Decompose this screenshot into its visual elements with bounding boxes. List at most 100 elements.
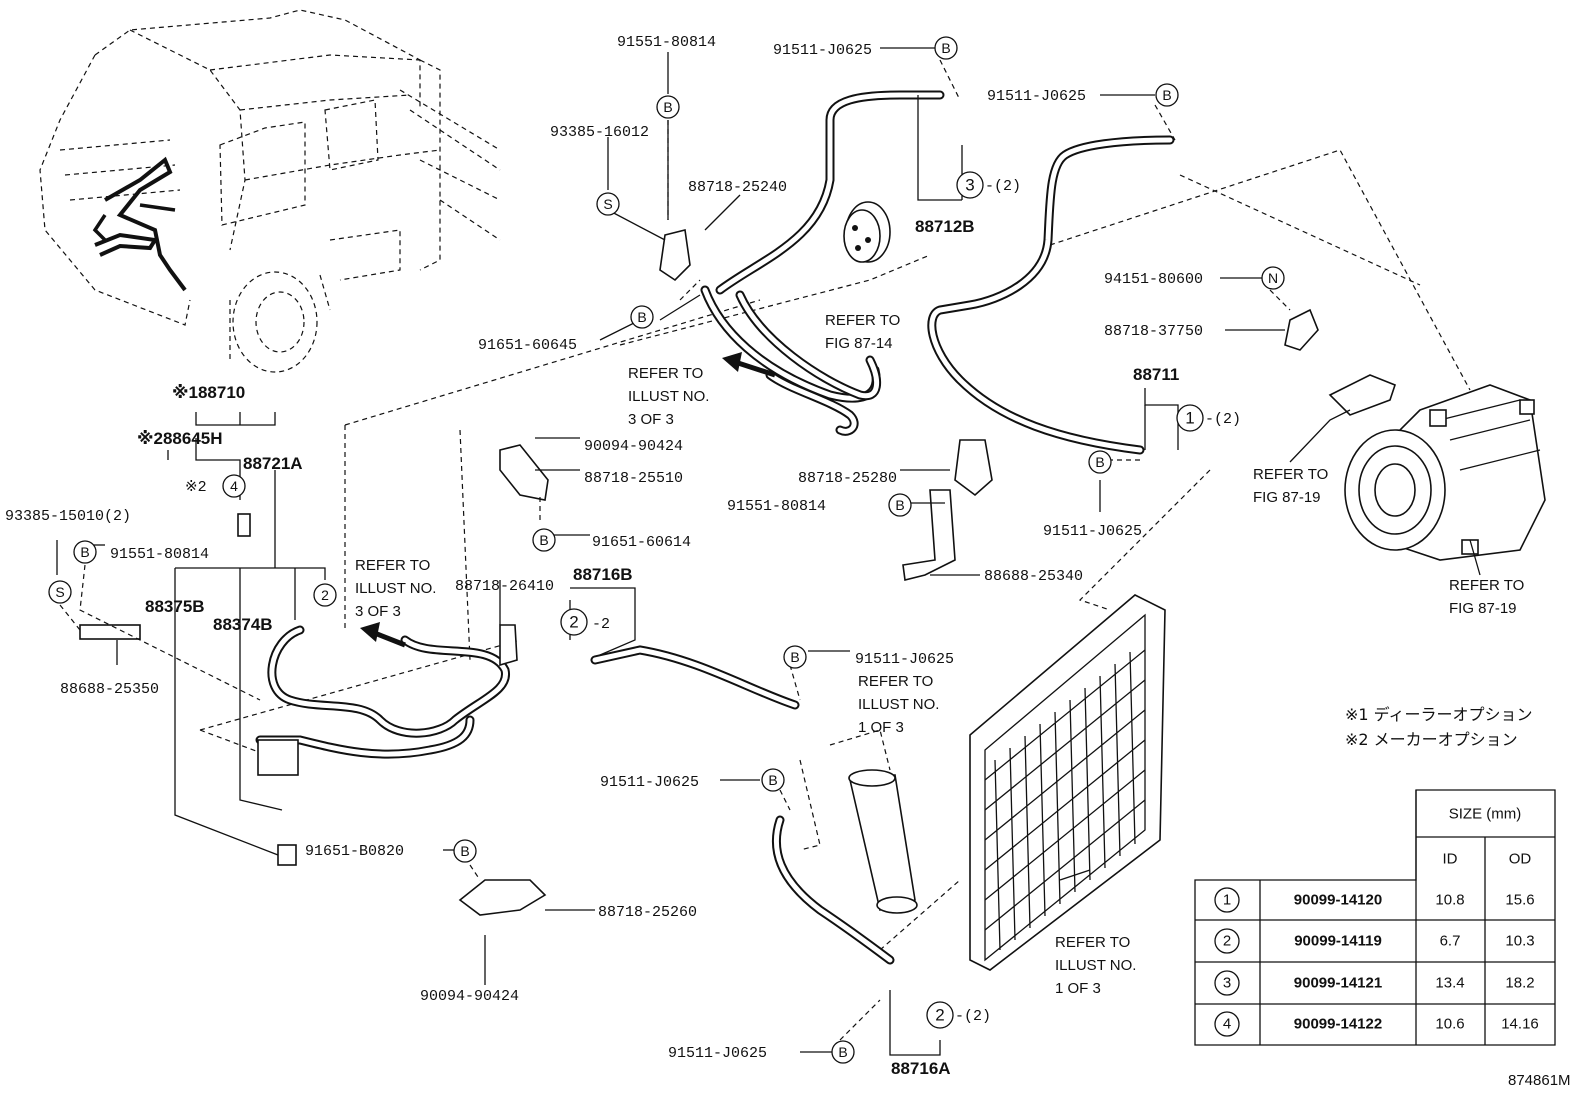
table-header-size: SIZE (mm)	[1449, 806, 1522, 823]
svg-text:B: B	[539, 532, 548, 548]
svg-text:2: 2	[935, 1006, 944, 1025]
svg-text:3: 3	[965, 176, 974, 195]
svg-text:90099-14120: 90099-14120	[1294, 892, 1382, 909]
part-number-label: 91511-J0625	[600, 774, 699, 791]
truck-illustration	[39, 9, 501, 373]
part-number-label: 88711	[1133, 365, 1179, 384]
gasket-symbol-2: 2	[313, 583, 337, 607]
reference-label: ILLUST NO.	[858, 696, 939, 713]
part-number-label: 88712B	[915, 217, 975, 236]
guide-lines	[199, 149, 1471, 951]
table-row: 1 90099-14120 10.8 15.6	[1214, 887, 1535, 913]
part-number-label: ※288645H	[137, 429, 223, 448]
part-number-label: 88718-25260	[598, 904, 697, 921]
reference-label: REFER TO	[1253, 466, 1328, 483]
bolt-symbol-b: B	[783, 645, 807, 669]
part-number-label: 91511-J0625	[668, 1045, 767, 1062]
part-number-label: 90094-90424	[420, 988, 519, 1005]
screw-symbol-s: S	[48, 580, 72, 604]
refrigerant-pipes	[255, 90, 1175, 965]
reference-label: FIG 87-19	[1449, 600, 1517, 617]
part-labels: 91551-80814 93385-16012 88718-25240 9151…	[5, 34, 1571, 1089]
footnote: ※1 ディーラーオプション	[1345, 705, 1533, 724]
svg-text:B: B	[80, 544, 89, 560]
reference-label: 3 OF 3	[355, 603, 401, 620]
part-number-label: 91651-60645	[478, 337, 577, 354]
reference-label: ILLUST NO.	[355, 580, 436, 597]
svg-text:B: B	[790, 649, 799, 665]
part-number-label: 88718-25240	[688, 179, 787, 196]
bolt-symbol-b: B	[73, 540, 97, 564]
svg-text:2: 2	[569, 613, 578, 632]
table-header-id: ID	[1443, 851, 1458, 868]
part-number-label: 91511-J0625	[1043, 523, 1142, 540]
part-number-label: 88374B	[213, 615, 273, 634]
svg-text:1: 1	[1223, 892, 1231, 909]
part-number-label: 93385-15010(2)	[5, 508, 131, 525]
svg-text:B: B	[1162, 87, 1171, 103]
reference-label: ILLUST NO.	[1055, 957, 1136, 974]
quantity-label: -2	[592, 616, 610, 633]
bolt-symbol-b: B	[934, 36, 958, 60]
svg-text:B: B	[895, 497, 904, 513]
reference-label: REFER TO	[825, 312, 900, 329]
svg-text:N: N	[1268, 270, 1278, 286]
svg-text:90099-14119: 90099-14119	[1294, 933, 1382, 950]
quantity-label: -(2)	[1205, 411, 1241, 428]
part-number-label: 93385-16012	[550, 124, 649, 141]
reference-label: REFER TO	[1055, 934, 1130, 951]
svg-text:B: B	[460, 843, 469, 859]
bolt-symbol-b: B	[1088, 450, 1112, 474]
svg-text:B: B	[1095, 454, 1104, 470]
table-row: 4 90099-14122 10.6 14.16	[1214, 1011, 1539, 1037]
gasket-symbol-3: 3	[956, 171, 984, 199]
svg-text:10.3: 10.3	[1505, 933, 1534, 950]
part-number-label: 88716A	[891, 1059, 951, 1078]
table-row: 3 90099-14121 13.4 18.2	[1214, 970, 1535, 996]
quantity-label: -(2)	[985, 178, 1021, 195]
figure-id: 874861M	[1508, 1072, 1571, 1089]
part-number-label: 88718-25280	[798, 470, 897, 487]
part-number-label: 88718-25510	[584, 470, 683, 487]
quantity-label: -(2)	[955, 1008, 991, 1025]
bolt-symbol-b: B	[888, 493, 912, 517]
receiver-dryer	[848, 769, 918, 914]
svg-text:B: B	[838, 1044, 847, 1060]
reference-label: REFER TO	[628, 365, 703, 382]
gasket-size-table: SIZE (mm) ID OD 1 90099-14120 10.8 15.6 …	[1194, 789, 1556, 1046]
part-number-label: 88716B	[573, 565, 633, 584]
part-number-label: 88375B	[145, 597, 205, 616]
part-number-label: 91651-B0820	[305, 843, 404, 860]
bolt-symbol-b: B	[761, 768, 785, 792]
part-number-label: 91511-J0625	[773, 42, 872, 59]
nut-symbol-n: N	[1261, 266, 1285, 290]
svg-text:3: 3	[1223, 975, 1231, 992]
gasket-symbol-4: 4	[222, 474, 246, 498]
part-number-label: 90094-90424	[584, 438, 683, 455]
svg-text:B: B	[768, 772, 777, 788]
part-number-label: 91551-80814	[727, 498, 826, 515]
part-number-label: 88718-37750	[1104, 323, 1203, 340]
reference-label: FIG 87-14	[825, 335, 893, 352]
svg-text:6.7: 6.7	[1440, 933, 1461, 950]
bolt-symbol-b: B	[1155, 83, 1179, 107]
part-number-label: 88718-26410	[455, 578, 554, 595]
svg-text:S: S	[603, 196, 612, 212]
part-number-label: 88721A	[243, 454, 303, 473]
bolt-symbol-b: B	[630, 305, 654, 329]
part-number-label: 91511-J0625	[987, 88, 1086, 105]
reference-label: 1 OF 3	[858, 719, 904, 736]
part-number-label: 88688-25350	[60, 681, 159, 698]
part-number-label: 91551-80814	[617, 34, 716, 51]
gasket-symbol-1: 1	[1176, 404, 1204, 432]
reference-label: 1 OF 3	[1055, 980, 1101, 997]
svg-text:14.16: 14.16	[1501, 1016, 1539, 1033]
gasket-symbol-2: 2	[926, 1001, 954, 1029]
part-number-label: 91511-J0625	[855, 651, 954, 668]
symbol-circles: B S B B 3 B N 1 B 4 B S 2 B 2 B B B B 2 …	[48, 36, 1285, 1064]
screw-symbol-s: S	[596, 192, 620, 216]
svg-text:2: 2	[1223, 933, 1231, 950]
part-number-label: 94151-80600	[1104, 271, 1203, 288]
